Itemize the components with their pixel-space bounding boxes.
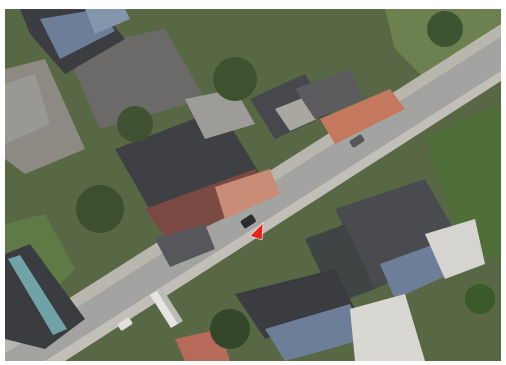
tree-4 [76, 185, 124, 233]
aerial-map[interactable] [5, 9, 501, 361]
parked-car-3 [117, 317, 133, 331]
parked-car-2 [349, 134, 365, 148]
building-roof-6 [295, 69, 365, 119]
building-roof-8 [305, 224, 375, 304]
crosswalk [150, 288, 183, 328]
tree-1 [213, 57, 257, 101]
building-roof-red-2 [320, 89, 405, 144]
parked-car-1 [240, 214, 256, 229]
tree-6 [465, 284, 495, 314]
solar-panels-3 [380, 244, 450, 299]
building-roof-9 [235, 269, 355, 339]
building-roof-white [425, 219, 485, 279]
aerial-map-canvas [5, 9, 501, 361]
building-roof-grey [5, 74, 50, 144]
building-roof-light [185, 89, 255, 139]
solar-panels-4 [265, 304, 365, 361]
glass-roof [8, 255, 67, 335]
parking-lot [65, 29, 205, 129]
solar-panels-2 [85, 9, 130, 34]
building-roof-red-1 [215, 169, 280, 219]
building-roof-3 [155, 224, 215, 267]
location-arrow-icon[interactable] [249, 222, 264, 241]
tree-3 [210, 309, 250, 349]
garden-right [425, 104, 501, 259]
building-roof-2 [115, 109, 260, 219]
tree-5 [427, 11, 463, 47]
tree-2 [117, 106, 153, 142]
building-roof-white-2 [350, 294, 425, 361]
location-marker[interactable] [249, 222, 264, 241]
